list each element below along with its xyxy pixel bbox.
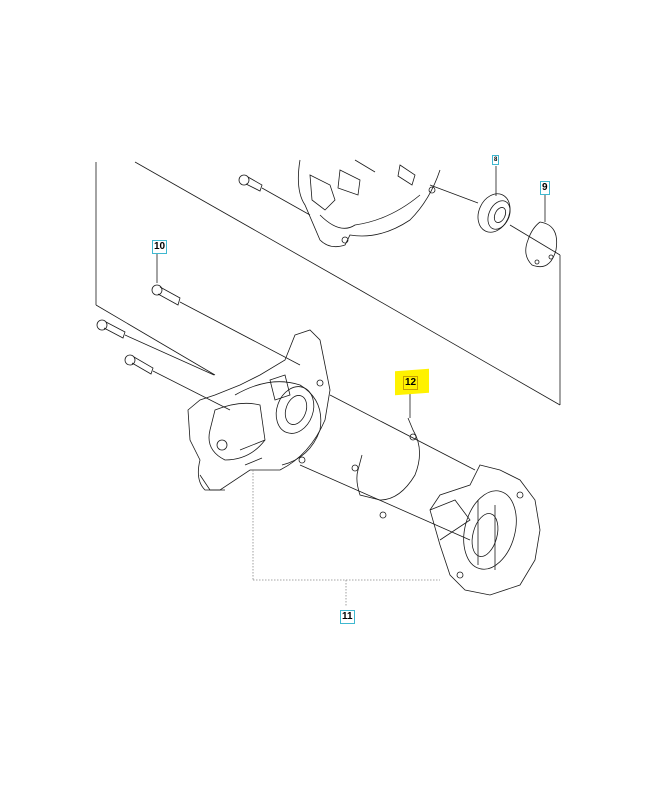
screw-10-icon (151, 254, 301, 366)
callout-11[interactable]: 11 (340, 610, 355, 624)
crankcase-left-icon (187, 329, 331, 491)
top-screw-icon (238, 174, 311, 216)
circlip-icon (509, 195, 561, 268)
upper-crankcase-icon (297, 159, 441, 248)
bearing-icon (429, 166, 511, 233)
gasket-icon (299, 390, 476, 541)
callout-8[interactable]: 8 (492, 155, 500, 165)
crankcase-right-icon (429, 464, 541, 596)
screw-left-icon (96, 319, 231, 411)
callout-11-bracket (252, 470, 440, 607)
callout-9[interactable]: 9 (540, 181, 550, 195)
callout-10[interactable]: 10 (152, 240, 168, 254)
callout-12[interactable]: 12 (403, 376, 419, 390)
